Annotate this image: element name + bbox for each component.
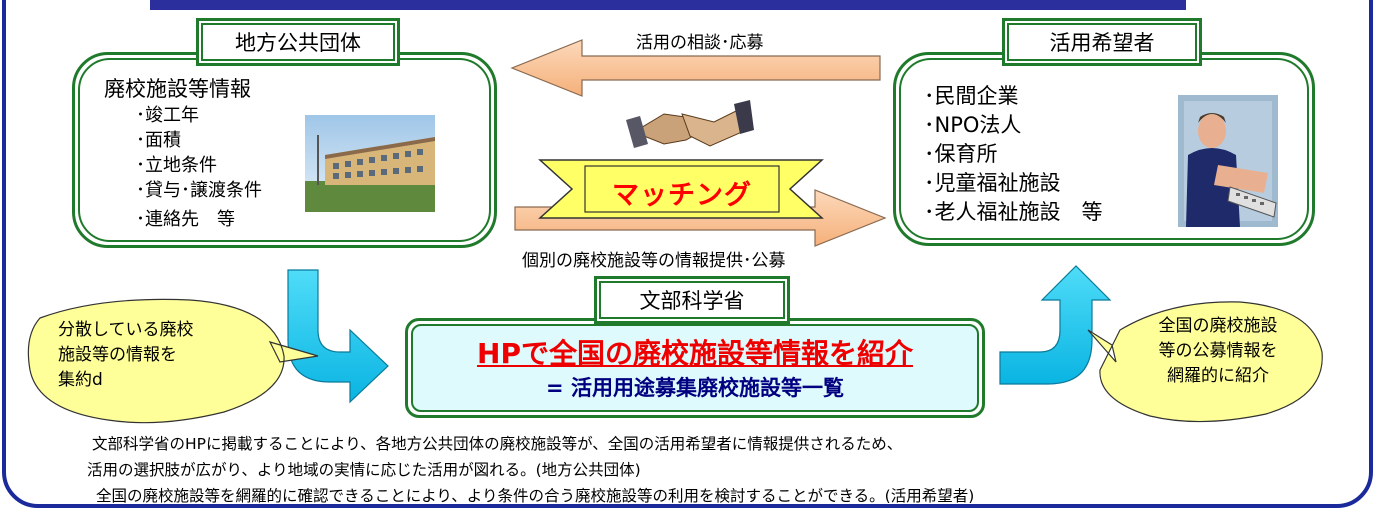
list-item: ･民間企業	[924, 84, 1019, 108]
local-gov-title: 地方公共団体	[235, 31, 361, 55]
bubble-line: 全国の廃校施設	[1158, 316, 1278, 336]
footer-line-1: 文部科学省のHPに掲載することにより、各地方公共団体の廃校施設等が、全国の活用希…	[92, 435, 903, 453]
ministry-hp-box-inner	[411, 324, 979, 412]
facility-info-heading: 廃校施設等情報	[104, 77, 251, 101]
ministry-title: 文部科学省	[639, 289, 745, 313]
local-gov-tag: 地方公共団体	[196, 18, 400, 66]
applicant-tag: 活用希望者	[1002, 18, 1202, 66]
bubble-line: 等の公募情報を	[1158, 341, 1278, 361]
list-item: ･保育所	[924, 142, 998, 166]
arrow-consult-left	[510, 39, 881, 97]
bubble-left	[27, 298, 319, 424]
ministry-tag: 文部科学省	[594, 276, 790, 324]
bubble-left-text: 分散している廃校 施設等の情報を 集約d	[58, 318, 194, 393]
list-item: ･NPO法人	[924, 113, 1022, 137]
top-banner-bar	[150, 0, 1186, 10]
applicant-title: 活用希望者	[1049, 31, 1155, 55]
applicant-list: ･民間企業 ･NPO法人 ･保育所 ･児童福祉施設 ･老人福祉施設 等	[924, 82, 1103, 227]
consult-apply-label: 活用の相談･応募	[636, 33, 764, 53]
bubble-line: 集約d	[58, 370, 103, 390]
bubble-line: 網羅的に紹介	[1167, 366, 1269, 386]
facility-info-list: 廃校施設等情報 ･竣工年 ･面積 ･立地条件 ･貸与･譲渡条件 ･連絡先 等	[104, 76, 262, 232]
list-item: ･竣工年	[136, 105, 199, 126]
list-item: ･連絡先 等	[136, 209, 235, 230]
list-item: ･貸与･譲渡条件	[136, 180, 262, 201]
ministry-hp-headline: HPで全国の廃校施設等情報を紹介	[477, 337, 913, 370]
ministry-hp-subtitle: = 活用用途募集廃校施設等一覧	[546, 376, 844, 400]
list-item: ･児童福祉施設	[924, 171, 1061, 195]
list-item: ･面積	[136, 130, 181, 151]
arrow-provide-up	[999, 265, 1112, 385]
bubble-line: 施設等の情報を	[58, 345, 177, 365]
list-item: ･立地条件	[136, 155, 217, 176]
bubble-line: 分散している廃校	[58, 320, 194, 340]
info-provision-label: 個別の廃校施設等の情報提供･公募	[522, 251, 786, 271]
list-item: ･老人福祉施設 等	[924, 200, 1103, 224]
bubble-right	[1087, 301, 1323, 423]
computer-user-icon	[1178, 95, 1278, 227]
handshake-icon	[626, 100, 754, 148]
footer-line-3: 全国の廃校施設等を網羅的に確認できることにより、より条件の合う廃校施設等の利用を…	[96, 487, 975, 505]
matching-label: マッチング	[612, 180, 752, 211]
footer-line-2: 活用の選択肢が広がり、より地域の実情に応じた活用が図れる。(地方公共団体)	[87, 461, 641, 479]
school-building-image	[305, 115, 435, 212]
bubble-right-text: 全国の廃校施設 等の公募情報を 網羅的に紹介	[1158, 314, 1278, 389]
arrow-aggregate-down	[287, 269, 389, 404]
